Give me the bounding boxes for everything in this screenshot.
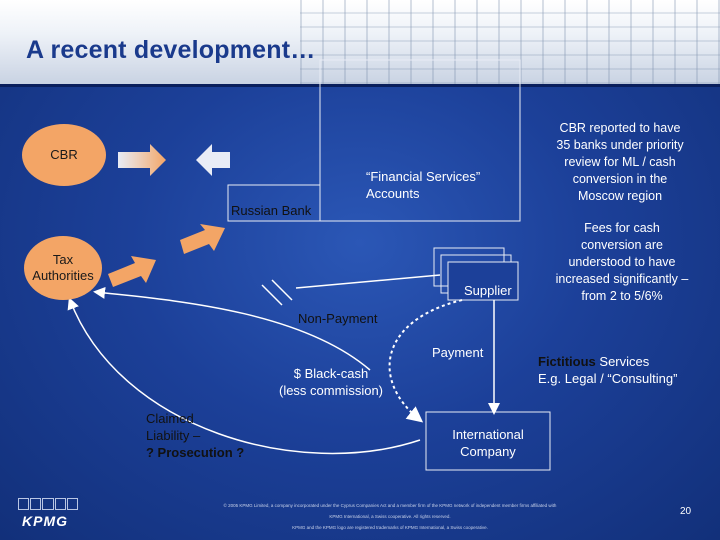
claimed-liability-line-3: ? Prosecution ? bbox=[146, 445, 245, 460]
page-number: 20 bbox=[680, 506, 692, 517]
tax-authorities-node: Tax Authorities bbox=[24, 236, 102, 300]
black-cash-flow bbox=[93, 287, 371, 371]
cbr-node: CBR bbox=[22, 124, 106, 186]
fictitious-services-line-2: E.g. Legal / “Consulting” bbox=[538, 371, 678, 386]
payment-label: Payment bbox=[432, 345, 484, 360]
arrow-bank-to-cbr bbox=[118, 144, 230, 176]
footer-disclaimer: © 2005 KPMG Limited, a company incorpora… bbox=[200, 500, 580, 533]
non-payment-label: Non-Payment bbox=[298, 311, 378, 326]
black-cash-label: $ Black-cash (less commission) bbox=[278, 366, 383, 398]
fees-note: Fees for cash conversion are understood … bbox=[555, 221, 689, 303]
tax-authorities-label: Tax Authorities bbox=[32, 252, 94, 283]
financial-services-label: “Financial Services” Accounts bbox=[366, 169, 481, 201]
cbr-reported-note: CBR reported to have 35 banks under prio… bbox=[556, 121, 684, 203]
payment-flow bbox=[388, 299, 463, 423]
fictitious-rest: Services bbox=[595, 354, 650, 369]
non-payment-break-left bbox=[261, 284, 283, 306]
fictitious-services-text: Fictitious Services E.g. Legal / “Consul… bbox=[538, 353, 677, 387]
international-company-label: International Company bbox=[452, 427, 524, 459]
claimed-liability-text: Claimed Liability – ? Prosecution ? bbox=[146, 410, 244, 461]
fictitious-services-line-1: Fictitious Services bbox=[538, 353, 677, 370]
russian-bank-label: Russian Bank bbox=[231, 203, 312, 218]
footer-line-3: KPMG and the KPMG logo are registered tr… bbox=[292, 525, 488, 530]
footer-line-1: © 2005 KPMG Limited, a company incorpora… bbox=[223, 503, 557, 508]
kpmg-logo-text: KPMG bbox=[22, 513, 68, 529]
claimed-liability-flow bbox=[67, 297, 421, 455]
fictitious-bold: Fictitious bbox=[538, 354, 596, 369]
slide-header: A recent development… bbox=[0, 0, 720, 84]
claimed-liability-line-1: Claimed bbox=[146, 411, 194, 426]
arrow-bank-to-tax bbox=[108, 224, 225, 287]
financial-services-box bbox=[319, 59, 521, 222]
footer-line-2: KPMG International, a Swiss cooperative.… bbox=[329, 514, 451, 519]
non-payment-break-right bbox=[271, 279, 293, 301]
supplier-box bbox=[447, 261, 519, 301]
slide-title: A recent development… bbox=[26, 36, 316, 64]
claimed-liability-line-2: Liability – bbox=[146, 428, 201, 443]
non-payment-line bbox=[295, 274, 441, 289]
supplier-label: Supplier bbox=[464, 283, 512, 298]
header-decoration bbox=[300, 0, 720, 84]
cbr-label: CBR bbox=[50, 147, 78, 162]
header-divider bbox=[0, 84, 720, 87]
kpmg-logo-mark bbox=[18, 498, 79, 510]
